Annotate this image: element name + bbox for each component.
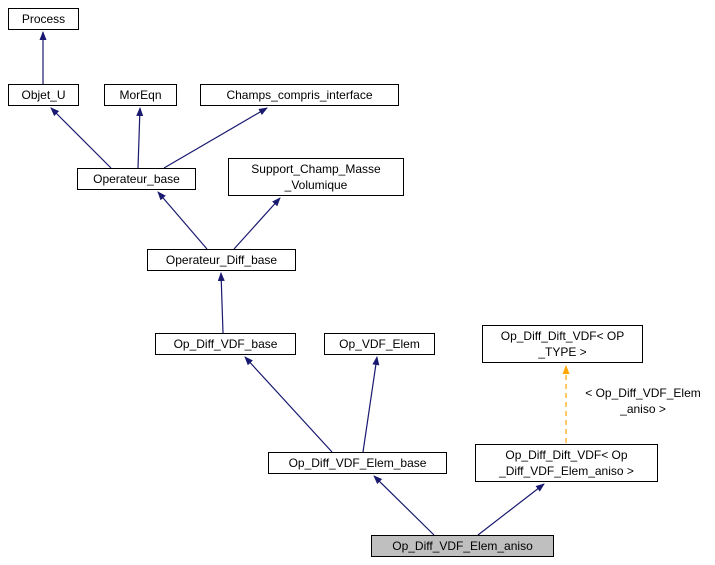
node-op-diff-dift-vdf-elem-aniso[interactable]: Op_Diff_Dift_VDF< Op _Diff_VDF_Elem_anis…: [475, 444, 658, 482]
node-moreqn[interactable]: MorEqn: [104, 84, 177, 106]
node-support-champ-masse-volumique[interactable]: Support_Champ_Masse _Volumique: [228, 158, 404, 196]
edge-opdiffvdfelembase-to-opdiffvdfbase: [244, 356, 333, 453]
edge-operateurdiffbase-to-support: [233, 197, 281, 250]
edge-operateurbase-to-champs: [163, 107, 268, 169]
node-objet-u[interactable]: Objet_U: [8, 84, 79, 106]
edge-aniso-to-opdiffvdfelembase: [373, 475, 435, 536]
node-op-diff-vdf-elem-aniso-current: Op_Diff_VDF_Elem_aniso: [371, 535, 554, 557]
node-op-diff-vdf-elem-base[interactable]: Op_Diff_VDF_Elem_base: [268, 452, 447, 474]
edge-operateurbase-to-objetu: [50, 107, 112, 169]
node-op-vdf-elem[interactable]: Op_VDF_Elem: [324, 333, 435, 355]
node-op-diff-vdf-base[interactable]: Op_Diff_VDF_base: [155, 333, 296, 355]
node-operateur-diff-base[interactable]: Operateur_Diff_base: [147, 249, 296, 271]
node-process[interactable]: Process: [8, 8, 79, 30]
node-op-diff-dift-vdf-op-type[interactable]: Op_Diff_Dift_VDF< OP _TYPE >: [482, 325, 643, 363]
node-operateur-base[interactable]: Operateur_base: [77, 168, 196, 190]
edge-opdiffvdfelembase-to-opvdfelem: [362, 356, 380, 453]
edge-opdiffvdfbase-to-operateurdiffbase: [217, 272, 225, 334]
node-champs-compris-interface[interactable]: Champs_compris_interface: [200, 84, 399, 106]
edge-aniso-to-opdiffdiftvdf: [477, 483, 545, 536]
edge-operateurbase-to-moreqn: [136, 107, 144, 169]
edge-operateurdiffbase-to-operateurbase: [157, 191, 208, 250]
template-edge-label: < Op_Diff_VDF_Elem _aniso >: [585, 386, 701, 416]
